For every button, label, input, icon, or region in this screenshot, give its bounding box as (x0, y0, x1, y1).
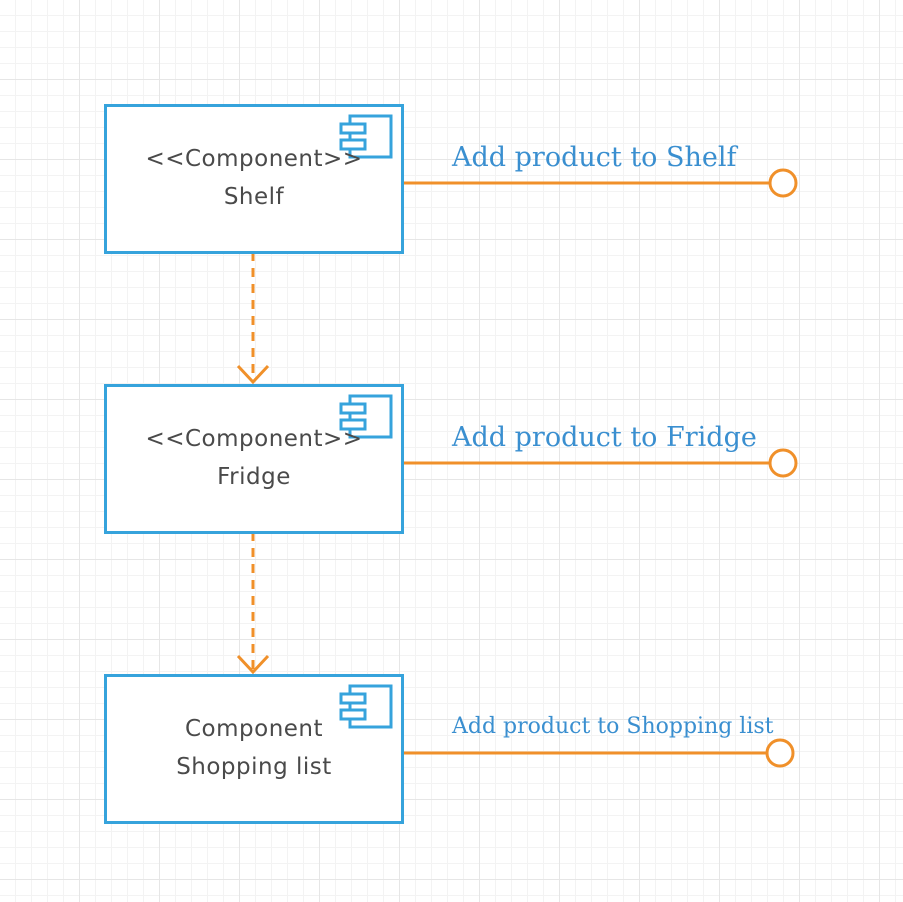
interface-label-shelf: Add product to Shelf (452, 142, 737, 173)
interface-lollipop-shelf[interactable] (768, 168, 798, 198)
component-stereotype: <<Component>> (145, 146, 363, 172)
dependency-arrow-shelf-fridge[interactable] (236, 252, 270, 385)
component-name: Shelf (223, 184, 285, 210)
interface-label-shopping-list: Add product to Shopping list (452, 714, 774, 739)
component-name: Fridge (217, 464, 291, 490)
component-text: Component Shopping list (107, 710, 401, 786)
component-shelf[interactable]: <<Component>> Shelf (104, 104, 404, 254)
component-icon (339, 394, 393, 439)
component-icon (339, 114, 393, 159)
interface-connector-shopping-list[interactable] (401, 738, 795, 768)
component-fridge[interactable]: <<Component>> Fridge (104, 384, 404, 534)
dependency-arrow-fridge-shopping-list[interactable] (236, 532, 270, 675)
component-stereotype: <<Component>> (145, 426, 363, 452)
interface-lollipop-fridge[interactable] (768, 448, 798, 478)
interface-connector-shelf[interactable] (401, 168, 798, 198)
component-text: <<Component>> Fridge (107, 420, 401, 496)
component-shopping-list[interactable]: Component Shopping list (104, 674, 404, 824)
interface-connector-fridge[interactable] (401, 448, 798, 478)
component-text: <<Component>> Shelf (107, 140, 401, 216)
component-stereotype: Component (184, 716, 324, 742)
interface-label-fridge: Add product to Fridge (452, 422, 757, 453)
interface-lollipop-shopping-list[interactable] (765, 738, 795, 768)
component-name: Shopping list (176, 754, 332, 780)
component-icon (339, 684, 393, 729)
